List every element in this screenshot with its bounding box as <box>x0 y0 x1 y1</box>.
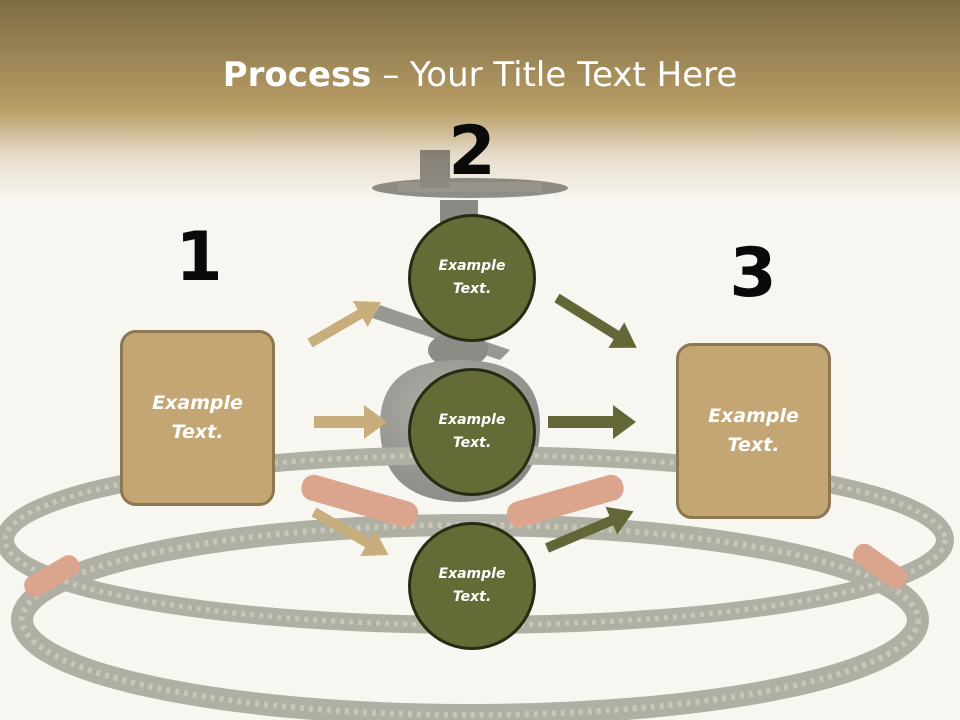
step-number-1: 1 <box>175 218 223 297</box>
circle-1: Example Text. <box>408 214 536 342</box>
circle-3: Example Text. <box>408 522 536 650</box>
title-bold: Process <box>222 55 372 95</box>
step-number-2: 2 <box>448 112 496 191</box>
arrow-from-circle-1 <box>554 293 637 348</box>
circle-1-text: Example Text. <box>438 258 506 297</box>
step-3-text: Example Text. <box>708 405 799 456</box>
arrow-from-circle-2 <box>548 405 636 439</box>
circle-2: Example Text. <box>408 368 536 496</box>
circle-2-text: Example Text. <box>438 412 506 451</box>
arrow-from-circle-3 <box>545 506 634 553</box>
arrow-to-circle-2 <box>314 405 387 439</box>
arrow-to-circle-3 <box>311 507 389 556</box>
step-3-box: Example Text. <box>676 343 831 519</box>
title-rest: – Your Title Text Here <box>371 55 738 95</box>
step-number-3: 3 <box>729 234 777 313</box>
step-1-box: Example Text. <box>120 330 275 506</box>
step-1-text: Example Text. <box>152 392 243 443</box>
circle-3-text: Example Text. <box>438 566 506 605</box>
arrow-to-circle-1 <box>307 301 382 348</box>
slide-title: Process – Your Title Text Here <box>0 54 960 96</box>
